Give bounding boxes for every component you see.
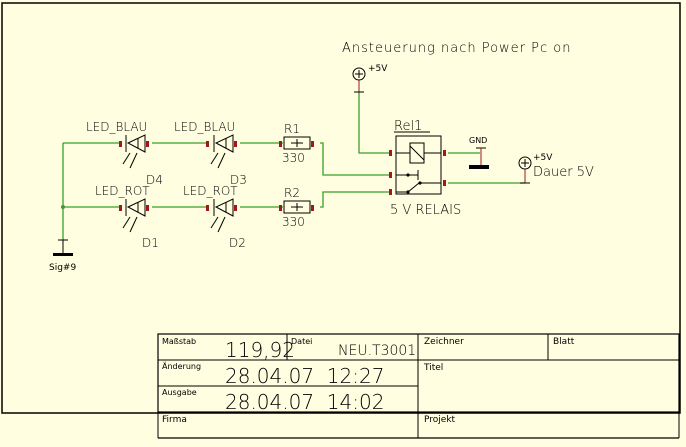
supply-right-label: +5V — [533, 153, 553, 163]
massstab-value: 119,92 — [225, 338, 295, 362]
projekt-label: Projekt — [424, 415, 456, 425]
d3-ref: D3 — [230, 173, 247, 187]
sheet-border — [1, 2, 681, 414]
light-arrows-icon — [122, 152, 138, 169]
aenderung-label: Änderung — [162, 361, 201, 371]
d3-value: LED_BLAU — [174, 120, 235, 134]
supply-top-label: +5V — [368, 64, 388, 74]
pin — [146, 141, 149, 147]
pin — [234, 205, 237, 211]
relay-rel1[interactable]: Rel1 5 V RELAIS — [389, 119, 461, 218]
ausgabe-label: Ausgabe — [162, 388, 197, 397]
diode-icon — [214, 134, 234, 153]
signal-label: Sig#9 — [49, 263, 76, 273]
signal-sig9[interactable]: Sig#9 — [49, 239, 76, 273]
light-arrows-icon — [210, 216, 226, 233]
titel-label: Titel — [423, 363, 443, 373]
resistor-r1[interactable]: R1 330 — [279, 122, 314, 165]
pin — [119, 141, 122, 147]
wire-r1-rel — [320, 142, 390, 176]
title-block-text: Maßstab 119,92 Datei NEU.T3001 Zeichner … — [162, 337, 575, 425]
d4-value: LED_BLAU — [86, 120, 147, 134]
coil-mark — [409, 145, 425, 161]
pin — [389, 150, 392, 156]
pin — [311, 205, 314, 211]
pin — [279, 141, 282, 147]
d4-ref: D4 — [146, 173, 163, 187]
ground-symbol[interactable]: GND — [469, 136, 489, 169]
pin — [311, 141, 314, 147]
supply-5v-top[interactable]: +5V — [352, 64, 388, 93]
aenderung-value: 28.04.07 12:27 — [225, 364, 384, 388]
datei-label: Datei — [291, 337, 312, 346]
massstab-label: Maßstab — [162, 337, 196, 346]
pin — [206, 141, 209, 147]
wire-5v-rel — [358, 92, 390, 154]
resistor-icon — [283, 136, 311, 150]
diode-icon — [126, 198, 146, 217]
pin — [389, 172, 392, 178]
blatt-label: Blatt — [553, 337, 575, 347]
d2-value: LED_ROT — [183, 184, 238, 198]
led-d2[interactable]: LED_ROT D2 — [183, 184, 246, 250]
r2-ref: R2 — [284, 186, 300, 200]
header-note: Ansteuerung nach Power Pc on — [342, 41, 571, 56]
wire-r2-rel — [320, 191, 390, 208]
r2-value: 330 — [282, 215, 305, 229]
resistor-r2[interactable]: R2 330 — [279, 186, 314, 229]
datei-value: NEU.T3001 — [338, 343, 416, 359]
d2-ref: D2 — [229, 236, 246, 250]
diode-icon — [126, 134, 146, 153]
pin — [389, 189, 392, 195]
title-block — [157, 333, 680, 439]
resistor-icon — [283, 200, 311, 214]
pin — [234, 141, 237, 147]
led-d3[interactable]: LED_BLAU D3 — [174, 120, 247, 187]
d1-ref: D1 — [142, 236, 159, 250]
zeichner-label: Zeichner — [424, 337, 464, 347]
signal-bar-icon — [53, 253, 73, 256]
light-arrows-icon — [210, 152, 226, 169]
led-d1[interactable]: LED_ROT D1 — [95, 184, 159, 250]
ground-bar-icon — [469, 165, 489, 169]
relay-body — [395, 135, 442, 195]
rel1-value: 5 V RELAIS — [390, 203, 461, 218]
supply-5v-dauer[interactable]: +5V Dauer 5V — [518, 153, 594, 184]
supply-right-note: Dauer 5V — [533, 165, 594, 180]
pin — [443, 150, 446, 156]
ausgabe-value: 28.04.07 14:02 — [225, 390, 384, 414]
pin — [206, 205, 209, 211]
r1-ref: R1 — [284, 122, 300, 136]
junction-dot — [61, 205, 65, 209]
wires — [62, 92, 525, 240]
pin — [119, 205, 122, 211]
pin — [146, 205, 149, 211]
firma-label: Firma — [162, 415, 187, 425]
r1-value: 330 — [282, 151, 305, 165]
d1-value: LED_ROT — [95, 184, 150, 198]
light-arrows-icon — [122, 216, 138, 233]
diode-icon — [214, 198, 234, 217]
gnd-label: GND — [469, 136, 487, 145]
pin — [279, 205, 282, 211]
rel1-ref: Rel1 — [394, 119, 422, 134]
pin — [443, 180, 446, 186]
switch-icon — [407, 182, 420, 193]
led-d4[interactable]: LED_BLAU D4 — [86, 120, 163, 187]
